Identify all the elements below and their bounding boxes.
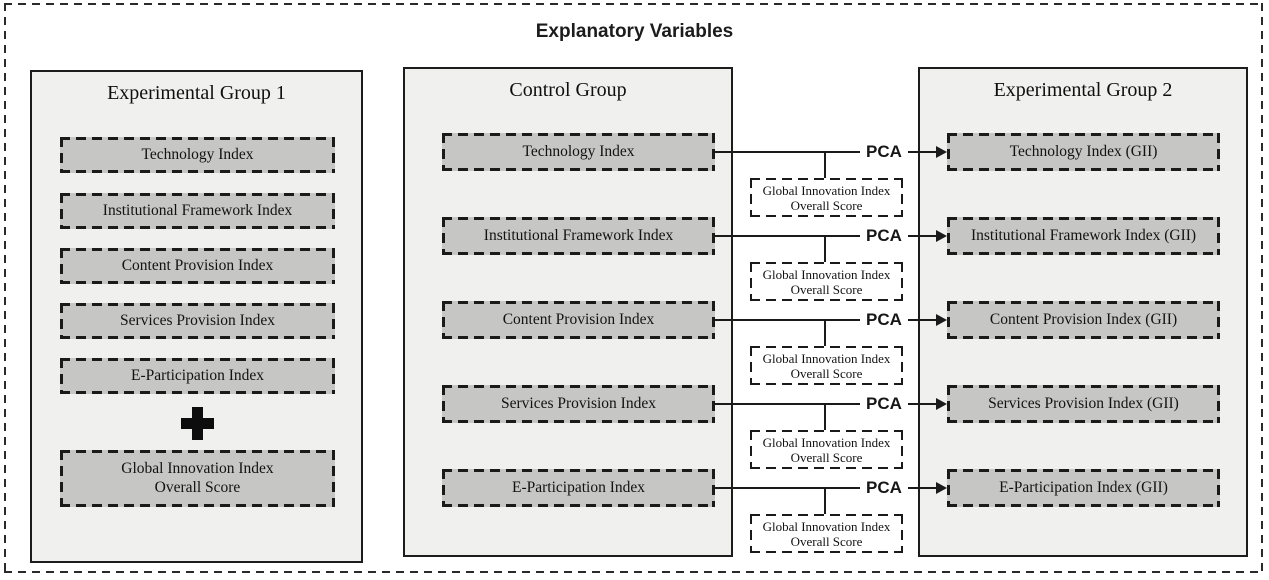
- connector-branch-line: [824, 152, 826, 179]
- box-label: Institutional Framework Index (GII): [970, 226, 1197, 244]
- score-box-global-innovation-index: Global Innovation Index Overall Score: [750, 346, 903, 385]
- box-label: Technology Index: [141, 145, 254, 163]
- score-box-line2: Overall Score: [790, 365, 863, 381]
- box-label: E-Participation Index (GII): [999, 478, 1168, 496]
- connector-line: [714, 487, 938, 489]
- variable-box-institutional-framework-index: Institutional Framework Index: [60, 193, 335, 229]
- diagram-title: Explanatory Variables: [535, 21, 734, 42]
- variable-box-content-provision-index: Content Provision Index: [442, 301, 715, 339]
- box-label: E-Participation Index: [131, 366, 264, 384]
- score-box-line1: Global Innovation Index: [762, 350, 891, 366]
- arrow-right-icon: [936, 314, 947, 326]
- box-label-line1: Global Innovation Index: [121, 459, 274, 477]
- box-label: Services Provision Index (GII): [988, 394, 1179, 412]
- box-label: Services Provision Index: [501, 394, 656, 412]
- variable-box-e-participation-index-gii: E-Participation Index (GII): [947, 469, 1220, 507]
- score-box-line2: Overall Score: [790, 197, 863, 213]
- connector-branch-line: [824, 404, 826, 431]
- variable-box-institutional-framework-index-gii: Institutional Framework Index (GII): [947, 217, 1220, 255]
- score-box-global-innovation-index: Global Innovation Index Overall Score: [750, 514, 903, 553]
- arrow-right-icon: [936, 482, 947, 494]
- pca-label: PCA: [860, 393, 908, 414]
- score-box-line2: Overall Score: [790, 533, 863, 549]
- connector-branch-line: [824, 320, 826, 347]
- connector-line: [714, 235, 938, 237]
- panel-title-experimental-group-1: Experimental Group 1: [107, 82, 286, 104]
- connector-line: [714, 151, 938, 153]
- variable-box-content-provision-index: Content Provision Index: [60, 248, 335, 284]
- connector-line: [714, 403, 938, 405]
- variable-box-content-provision-index-gii: Content Provision Index (GII): [947, 301, 1220, 339]
- panel-title-control-group: Control Group: [509, 79, 627, 101]
- box-label: Technology Index (GII): [1009, 142, 1158, 160]
- score-box-line1: Global Innovation Index: [762, 266, 891, 282]
- variable-box-services-provision-index: Services Provision Index: [60, 303, 335, 339]
- variable-box-institutional-framework-index: Institutional Framework Index: [442, 217, 715, 255]
- score-box-global-innovation-index: Global Innovation Index Overall Score: [750, 262, 903, 301]
- panel-experimental-group-1: Experimental Group 1 Technology Index In…: [30, 70, 363, 563]
- score-box-line1: Global Innovation Index: [762, 182, 891, 198]
- score-box-line1: Global Innovation Index: [762, 434, 891, 450]
- arrow-right-icon: [936, 398, 947, 410]
- pca-label: PCA: [860, 309, 908, 330]
- box-label: Content Provision Index: [502, 310, 655, 328]
- pca-label: PCA: [860, 225, 908, 246]
- box-label: Institutional Framework Index: [102, 201, 293, 219]
- plus-icon-vertical-bar: [192, 407, 203, 440]
- panel-control-group: Control Group Technology Index Instituti…: [403, 67, 733, 557]
- pca-label: PCA: [860, 477, 908, 498]
- box-label: Institutional Framework Index: [483, 226, 674, 244]
- score-box-line2: Overall Score: [790, 449, 863, 465]
- score-box-line2: Overall Score: [790, 281, 863, 297]
- panel-experimental-group-2: Experimental Group 2 Technology Index (G…: [918, 67, 1248, 557]
- box-label-line2: Overall Score: [154, 478, 241, 496]
- variable-box-services-provision-index: Services Provision Index: [442, 385, 715, 423]
- variable-box-e-participation-index: E-Participation Index: [442, 469, 715, 507]
- score-box-line1: Global Innovation Index: [762, 518, 891, 534]
- variable-box-technology-index: Technology Index: [60, 137, 335, 173]
- score-box-global-innovation-index: Global Innovation Index Overall Score: [750, 430, 903, 469]
- variable-box-technology-index: Technology Index: [442, 133, 715, 171]
- arrow-right-icon: [936, 230, 947, 242]
- variable-box-global-innovation-index-overall-score: Global Innovation Index Overall Score: [60, 450, 335, 507]
- box-label: Technology Index: [522, 142, 635, 160]
- box-label: E-Participation Index: [512, 478, 645, 496]
- box-label: Content Provision Index: [121, 256, 274, 274]
- arrow-right-icon: [936, 146, 947, 158]
- variable-box-technology-index-gii: Technology Index (GII): [947, 133, 1220, 171]
- variable-box-e-participation-index: E-Participation Index: [60, 358, 335, 394]
- panel-title-experimental-group-2: Experimental Group 2: [993, 79, 1173, 101]
- connector-line: [714, 319, 938, 321]
- connector-branch-line: [824, 236, 826, 263]
- box-label: Services Provision Index: [120, 311, 275, 329]
- pca-label: PCA: [860, 141, 908, 162]
- box-label: Content Provision Index (GII): [989, 310, 1178, 328]
- score-box-global-innovation-index: Global Innovation Index Overall Score: [750, 178, 903, 217]
- connector-branch-line: [824, 488, 826, 515]
- variable-box-services-provision-index-gii: Services Provision Index (GII): [947, 385, 1220, 423]
